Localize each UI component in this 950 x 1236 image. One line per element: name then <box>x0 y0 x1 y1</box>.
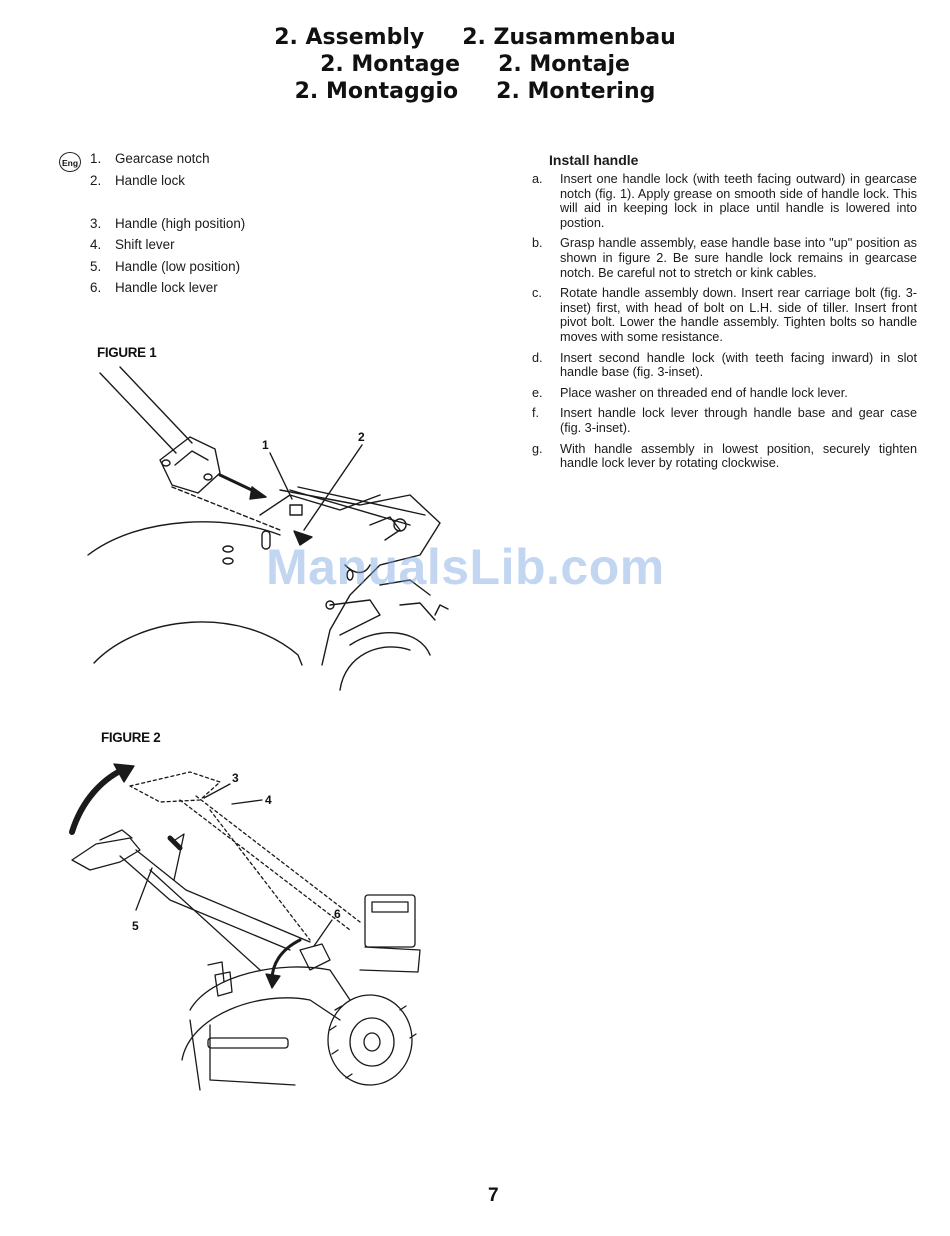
step-text: Insert handle lock lever through handle … <box>560 406 917 435</box>
figure-1-callout-2: 2 <box>358 430 365 444</box>
figure-2-callout-6: 6 <box>334 907 341 921</box>
figure-2-callout-3: 3 <box>232 771 239 785</box>
title-row-2: 2. Montage 2. Montaje <box>0 51 950 78</box>
instructions-heading: Install handle <box>549 152 639 168</box>
step-text: Grasp handle assembly, ease handle base … <box>560 236 917 280</box>
figure-2-illustration: 3 4 5 6 <box>69 763 421 1091</box>
part-item: 6. Handle lock lever <box>90 280 218 295</box>
part-label: Handle (low position) <box>115 259 241 274</box>
part-label: Shift lever <box>115 237 175 252</box>
part-number: 6. <box>90 280 102 295</box>
step-letter: f. <box>532 406 540 421</box>
figure-2-label: FIGURE 2 <box>101 730 161 745</box>
title-montering: 2. Montering <box>496 79 656 104</box>
page-titles: 2. Assembly 2. Zusammenbau 2. Montage 2.… <box>0 24 950 105</box>
step-letter: a. <box>532 172 543 186</box>
title-row-3: 2. Montaggio 2. Montering <box>0 78 950 105</box>
title-zusammenbau: 2. Zusammenbau <box>462 25 676 50</box>
figure-1-illustration: 1 2 <box>87 366 449 691</box>
part-number: 1. <box>90 151 102 166</box>
part-label: Handle lock <box>115 173 185 188</box>
part-number: 2. <box>90 173 102 188</box>
instruction-step: b. Grasp handle assembly, ease handle bas… <box>532 236 917 280</box>
step-text: Insert second handle lock (with teeth fa… <box>560 350 917 380</box>
step-text: Rotate handle assembly down. Insert rear… <box>560 286 917 344</box>
part-number: 5. <box>90 259 102 274</box>
install-handle-instructions: Install handle a. Insert one handle lock … <box>532 152 917 477</box>
title-montaggio: 2. Montaggio <box>294 79 459 104</box>
watermark: ManualsLib.com <box>266 539 665 595</box>
step-text: With handle assembly in lowest position,… <box>560 441 917 471</box>
instruction-step: g. With handle assembly in lowest positio… <box>532 442 917 471</box>
title-montage: 2. Montage <box>320 52 461 77</box>
step-letter: g. <box>532 441 543 456</box>
title-assembly: 2. Assembly <box>274 25 425 50</box>
instruction-step: c. Rotate handle assembly down. Insert re… <box>532 286 917 344</box>
part-number: 3. <box>90 216 102 231</box>
page-number: 7 <box>488 1185 499 1206</box>
title-row-1: 2. Assembly 2. Zusammenbau <box>0 24 950 51</box>
part-label: Handle lock lever <box>115 280 218 295</box>
step-text: Place washer on threaded end of handle l… <box>560 385 848 400</box>
figure-2-callout-4: 4 <box>265 793 272 807</box>
part-item: 4. Shift lever <box>90 237 175 252</box>
step-letter: d. <box>532 350 543 365</box>
instruction-step: f. Insert handle lock lever through handl… <box>532 406 917 435</box>
step-text: Insert one handle lock (with teeth facin… <box>560 172 917 230</box>
figure-1-callout-1: 1 <box>262 438 269 452</box>
part-item: 1. Gearcase notch <box>90 151 210 166</box>
part-item: 3. Handle (high position) <box>90 216 245 231</box>
title-montaje: 2. Montaje <box>498 52 630 77</box>
step-letter: b. <box>532 236 543 251</box>
part-item: 2. Handle lock <box>90 173 185 188</box>
part-item: 5. Handle (low position) <box>90 259 240 274</box>
part-label: Gearcase notch <box>115 151 210 166</box>
step-letter: c. <box>532 286 542 301</box>
instruction-step: e. Place washer on threaded end of handle… <box>532 386 917 401</box>
figure-2-callout-5: 5 <box>132 919 139 933</box>
instruction-step: a. Insert one handle lock (with teeth fac… <box>532 172 917 230</box>
part-number: 4. <box>90 237 102 252</box>
language-badge: Eng <box>59 152 81 172</box>
instruction-step: d. Insert second handle lock (with teeth … <box>532 351 917 380</box>
step-letter: e. <box>532 385 543 400</box>
part-label: Handle (high position) <box>115 216 246 231</box>
figure-1-label: FIGURE 1 <box>97 345 157 360</box>
